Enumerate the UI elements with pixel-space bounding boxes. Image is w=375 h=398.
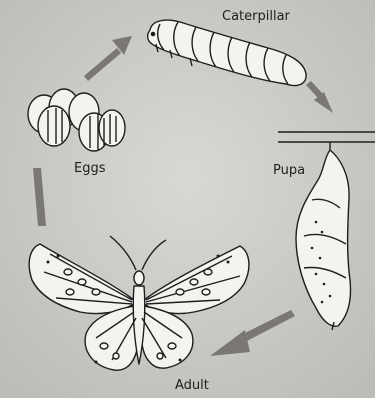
adult-label: Adult — [175, 378, 209, 393]
pupa-label: Pupa — [273, 163, 305, 178]
caterpillar-label: Caterpillar — [222, 9, 290, 24]
eggs-label: Eggs — [74, 161, 106, 176]
